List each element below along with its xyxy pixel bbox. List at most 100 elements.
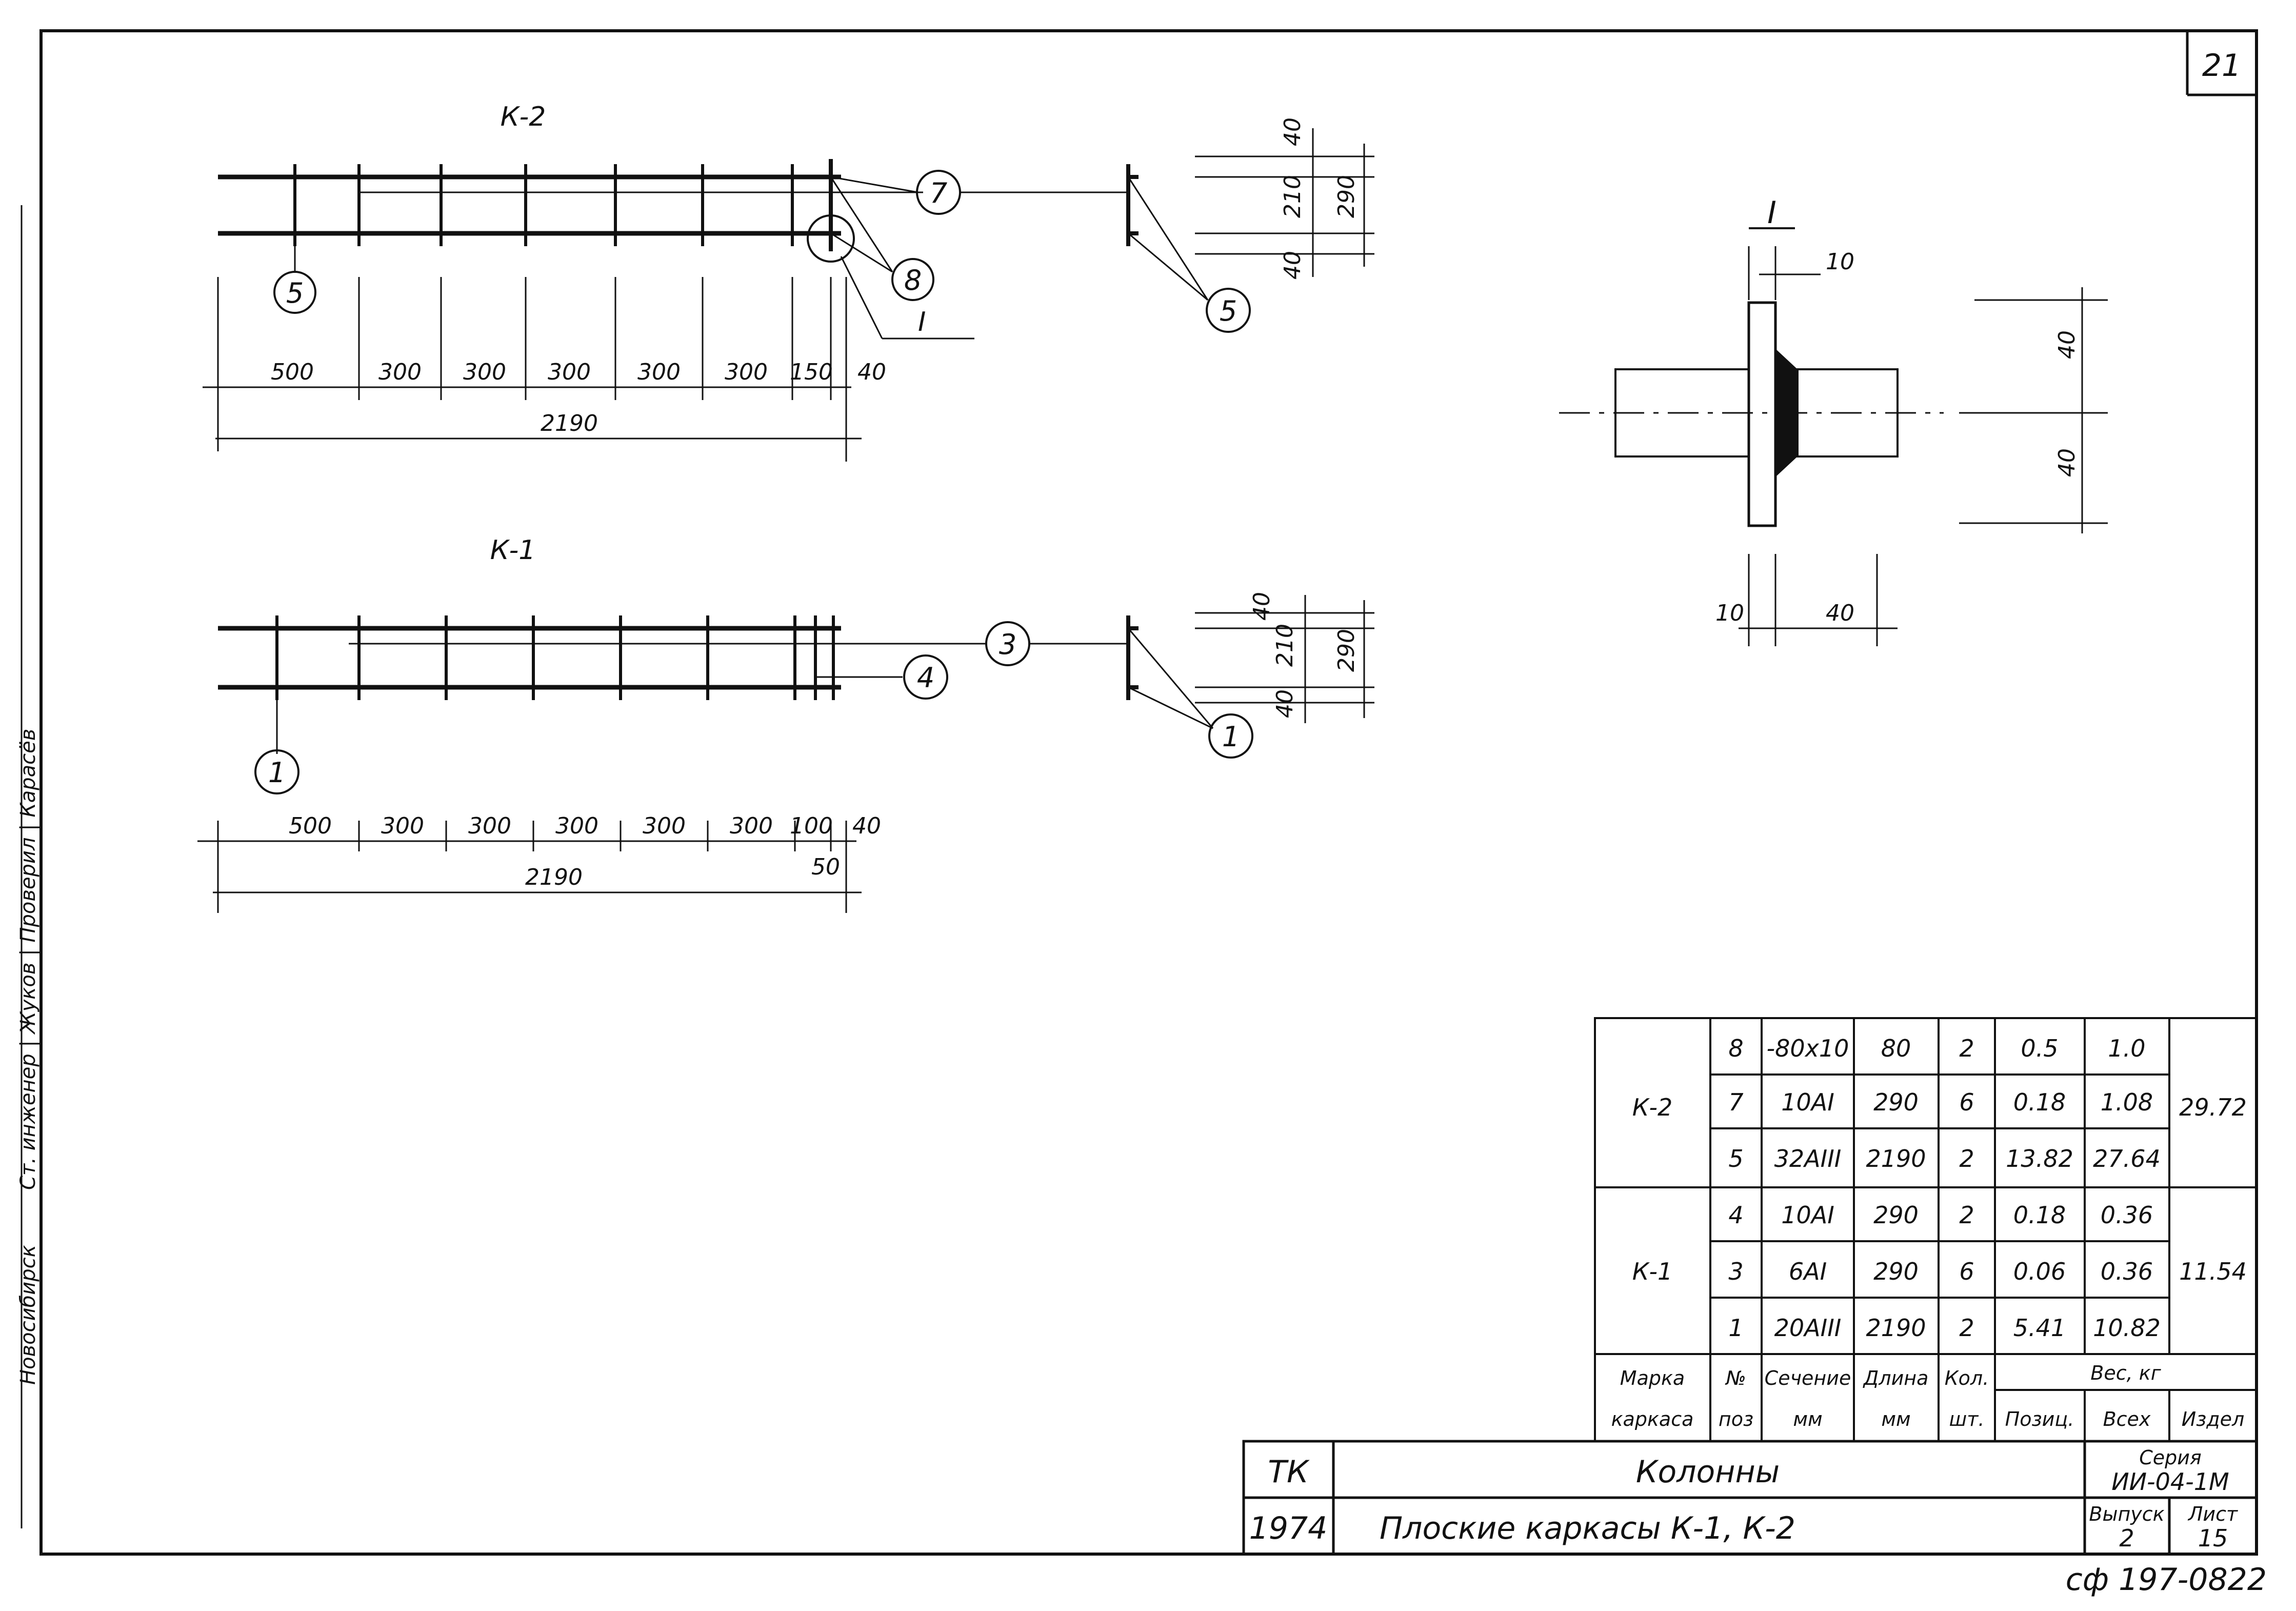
svg-text:7: 7 (930, 177, 947, 209)
svg-text:1: 1 (1728, 1314, 1743, 1342)
svg-text:40: 40 (1272, 689, 1298, 718)
svg-text:300: 300 (468, 813, 511, 839)
svg-text:500: 500 (271, 359, 314, 385)
svg-text:Издел: Издел (2182, 1408, 2245, 1430)
svg-text:мм: мм (1881, 1408, 1910, 1430)
svg-text:5: 5 (1220, 295, 1237, 327)
k2-callout-7: 7 (830, 170, 1128, 215)
side-stamp: Новосибирск Ст. инженер | Жуков | Провер… (16, 205, 40, 1528)
svg-text:20АIII: 20АIII (1774, 1314, 1842, 1342)
page-number: 21 (2202, 48, 2241, 84)
svg-text:1974: 1974 (1249, 1510, 1328, 1546)
svg-text:Длина: Длина (1863, 1367, 1929, 1389)
svg-text:80: 80 (1881, 1035, 1911, 1062)
svg-text:Лист: Лист (2187, 1503, 2239, 1525)
svg-text:шт.: шт. (1949, 1408, 1985, 1430)
drawing-name: Колонны (1636, 1454, 1780, 1490)
side-org: Новосибирск (16, 1245, 40, 1385)
svg-text:4: 4 (917, 662, 934, 694)
svg-text:1.08: 1.08 (2101, 1088, 2153, 1116)
svg-text:Выпуск: Выпуск (2089, 1503, 2164, 1525)
svg-text:1: 1 (268, 757, 286, 789)
svg-text:40: 40 (852, 813, 881, 839)
k1-callout-3: 3 (985, 621, 1128, 666)
svg-text:ИИ-04-1М: ИИ-04-1М (2111, 1468, 2229, 1496)
svg-text:0.18: 0.18 (2013, 1201, 2066, 1229)
svg-text:0.18: 0.18 (2013, 1088, 2066, 1116)
title-block (1242, 1440, 2258, 1556)
k1-dims: 500 300 300 300 300 300 100 40 50 2190 (289, 813, 881, 890)
k1-title: К-1 (490, 535, 536, 566)
svg-text:40: 40 (2054, 330, 2080, 359)
svg-text:К-1: К-1 (1632, 1258, 1673, 1285)
svg-text:27.64: 27.64 (2093, 1145, 2161, 1172)
svg-text:2: 2 (2119, 1524, 2134, 1552)
svg-text:40: 40 (857, 359, 886, 385)
k1-stirrups (275, 615, 835, 700)
k2-section: 5 40 210 40 290 (1126, 117, 1374, 333)
svg-text:-80x10: -80x10 (1767, 1035, 1849, 1062)
title-block-text: ТК 1974 Колонны Плоские каркасы К-1, К-2… (1249, 1446, 2239, 1552)
svg-text:Вес, кг: Вес, кг (2090, 1362, 2161, 1384)
k2-dims: 500 300 300 300 300 300 150 40 2190 (271, 359, 886, 436)
svg-text:300: 300 (378, 359, 422, 385)
svg-text:мм: мм (1793, 1408, 1822, 1430)
svg-text:каркаса: каркаса (1611, 1408, 1694, 1430)
svg-text:10: 10 (1826, 249, 1854, 275)
svg-text:10АI: 10АI (1781, 1088, 1834, 1116)
k2-detail-circle (807, 214, 855, 263)
svg-text:6АI: 6АI (1789, 1258, 1827, 1285)
svg-text:210: 210 (1272, 624, 1298, 667)
svg-text:Серия: Серия (2139, 1446, 2202, 1469)
svg-text:13.82: 13.82 (2006, 1145, 2073, 1172)
k2-title: К-2 (501, 102, 546, 132)
svg-text:поз: поз (1719, 1408, 1753, 1430)
svg-text:100: 100 (790, 813, 833, 839)
svg-text:5: 5 (286, 277, 304, 309)
svg-text:Марка: Марка (1620, 1367, 1685, 1389)
svg-text:5.41: 5.41 (2013, 1314, 2066, 1342)
svg-text:300: 300 (643, 813, 686, 839)
svg-text:210: 210 (1280, 175, 1306, 218)
svg-text:32АIII: 32АIII (1774, 1145, 1842, 1172)
svg-text:0.5: 0.5 (2021, 1035, 2058, 1062)
svg-text:5: 5 (1728, 1145, 1743, 1172)
svg-text:29.72: 29.72 (2179, 1093, 2247, 1121)
svg-text:10.82: 10.82 (2093, 1314, 2161, 1342)
svg-text:150: 150 (790, 359, 833, 385)
svg-text:50: 50 (811, 854, 840, 880)
k2-dim-lines (203, 277, 862, 462)
svg-text:Сечение: Сечение (1765, 1367, 1851, 1389)
svg-text:300: 300 (463, 359, 506, 385)
k1-section: 1 40 210 40 290 (1126, 592, 1374, 759)
svg-text:2: 2 (1959, 1035, 1974, 1062)
svg-text:4: 4 (1728, 1201, 1743, 1229)
svg-text:Всех: Всех (2103, 1408, 2151, 1430)
svg-text:500: 500 (289, 813, 332, 839)
svg-text:40: 40 (1826, 600, 1854, 626)
svg-text:300: 300 (555, 813, 598, 839)
svg-text:15: 15 (2198, 1524, 2228, 1552)
svg-text:№: № (1725, 1367, 1746, 1389)
svg-text:8: 8 (904, 264, 922, 296)
detail-title: I (1767, 195, 1776, 231)
svg-text:40: 40 (1249, 592, 1275, 621)
svg-text:К-2: К-2 (1632, 1093, 1673, 1121)
frame-k1: К-1 1 3 4 (197, 535, 1374, 913)
page-number-box: 21 (2186, 31, 2257, 96)
svg-text:40: 40 (2054, 448, 2080, 477)
svg-text:0.06: 0.06 (2013, 1258, 2066, 1285)
svg-text:290: 290 (1333, 629, 1360, 672)
k1-dim-lines (197, 821, 862, 913)
svg-text:1.0: 1.0 (2108, 1035, 2145, 1062)
svg-text:ТК: ТК (1268, 1454, 1310, 1490)
k2-total: 2190 (541, 410, 598, 436)
svg-text:290: 290 (1333, 175, 1360, 218)
k2-stirrups (293, 159, 833, 251)
svg-text:3: 3 (999, 628, 1016, 661)
frame-k2: К-2 I 5 7 (203, 102, 1374, 462)
svg-text:2: 2 (1959, 1314, 1974, 1342)
svg-text:290: 290 (1873, 1258, 1919, 1285)
svg-text:300: 300 (548, 359, 591, 385)
